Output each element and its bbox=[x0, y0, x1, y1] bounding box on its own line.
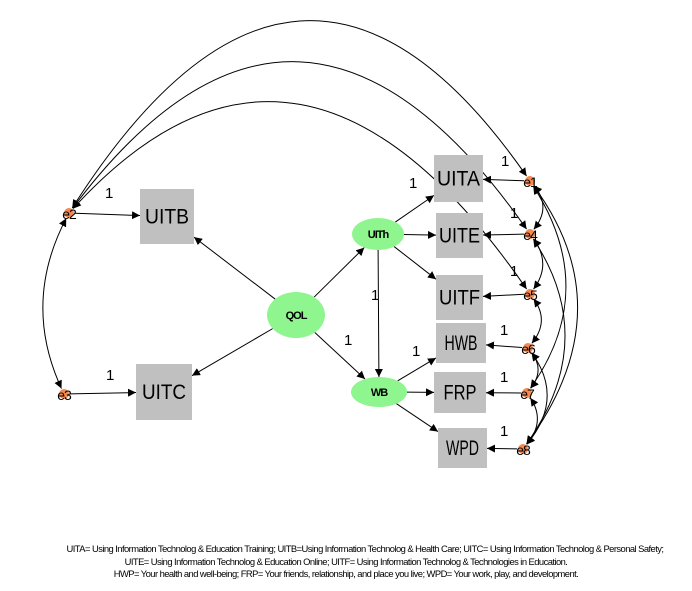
observed-box bbox=[438, 428, 487, 468]
observed-box bbox=[436, 213, 483, 258]
observed-box bbox=[434, 372, 486, 413]
observed-node-uitf[interactable]: UITF bbox=[436, 275, 483, 320]
error-node-e4[interactable]: e4 bbox=[523, 227, 539, 243]
observed-label: UITF bbox=[439, 287, 480, 310]
path-e2-to-uitb bbox=[74, 211, 141, 220]
latent-label: QOL bbox=[286, 310, 308, 322]
path-qol-to-wb bbox=[314, 332, 366, 380]
observed-node-hwb[interactable]: HWB bbox=[436, 323, 486, 363]
path-e6-to-hwb bbox=[485, 341, 523, 350]
observed-node-frp[interactable]: FRP bbox=[434, 372, 486, 413]
path-weight: 1 bbox=[371, 287, 379, 304]
latent-ellipse bbox=[267, 292, 325, 338]
path-e3-to-uitc bbox=[69, 388, 137, 397]
error-dot bbox=[59, 389, 69, 399]
observed-label: UITA bbox=[437, 168, 480, 191]
error-label: e3 bbox=[57, 387, 72, 403]
observed-node-uite[interactable]: UITE bbox=[436, 213, 483, 258]
latent-node-qol[interactable]: QOL bbox=[267, 292, 325, 338]
observed-label: UITE bbox=[439, 225, 480, 248]
error-dot bbox=[525, 176, 535, 186]
path-uith-to-uita bbox=[395, 194, 435, 223]
path-weight: 1 bbox=[105, 185, 113, 202]
error-node-e6[interactable]: e6 bbox=[521, 341, 537, 357]
path-uith-to-uitf bbox=[393, 246, 437, 280]
error-label: e4 bbox=[523, 227, 538, 243]
covariance-e2-e1 bbox=[71, 20, 527, 209]
error-dot bbox=[525, 229, 535, 239]
error-node-e1[interactable]: e1 bbox=[523, 174, 539, 190]
weights-layer: 1 1 1 1 1 1 1 1 1 1 1 1 bbox=[105, 153, 518, 440]
latent-node-uith[interactable]: UITh bbox=[352, 218, 404, 250]
caption-line-3: HWP= Your health and well-being; FRP= Yo… bbox=[113, 568, 579, 579]
latent-node-wb[interactable]: WB bbox=[351, 377, 407, 407]
error-node-e7[interactable]: e7 bbox=[520, 386, 536, 402]
path-e5-to-uitf bbox=[482, 291, 525, 300]
path-e4-to-uite bbox=[482, 230, 525, 239]
latent-ellipse bbox=[351, 377, 407, 407]
error-node-e3[interactable]: e3 bbox=[57, 387, 73, 403]
error-label: e2 bbox=[62, 206, 77, 222]
path-weight: 1 bbox=[510, 263, 518, 280]
observed-node-uitc[interactable]: UITC bbox=[136, 364, 192, 420]
observed-label: FRP bbox=[444, 382, 477, 405]
latent-label: UITh bbox=[368, 229, 390, 241]
error-node-e8[interactable]: e8 bbox=[516, 442, 532, 458]
path-weight: 1 bbox=[510, 205, 518, 222]
error-label: e7 bbox=[520, 386, 535, 402]
path-weight: 1 bbox=[412, 343, 420, 360]
path-weight: 1 bbox=[409, 175, 417, 192]
path-weight: 1 bbox=[344, 332, 352, 349]
latent-label: WB bbox=[371, 387, 388, 399]
observed-node-uita[interactable]: UITA bbox=[434, 155, 483, 202]
path-weight: 1 bbox=[501, 153, 509, 170]
path-wb-to-wpd bbox=[396, 403, 439, 432]
path-uith-to-uite bbox=[403, 230, 437, 239]
covariance-e2-e4 bbox=[72, 61, 527, 230]
observed-box bbox=[140, 189, 194, 244]
observed-box bbox=[434, 155, 483, 202]
latent-ellipse bbox=[352, 218, 404, 250]
observed-box bbox=[436, 323, 486, 363]
covariance-e2-e3 bbox=[42, 218, 67, 389]
covariance-e2-e5 bbox=[72, 101, 528, 290]
path-weight: 1 bbox=[500, 369, 508, 386]
error-node-e5[interactable]: e5 bbox=[523, 287, 539, 303]
error-label: e5 bbox=[523, 287, 538, 303]
observed-box bbox=[436, 275, 483, 320]
observed-label: HWB bbox=[445, 332, 478, 355]
path-weight: 1 bbox=[500, 423, 508, 440]
error-dot bbox=[518, 444, 528, 454]
observed-label: UITC bbox=[142, 381, 186, 404]
error-node-e2[interactable]: e2 bbox=[62, 206, 78, 222]
caption: UITA= Using Information Technolog & Educ… bbox=[0, 543, 692, 581]
observed-box bbox=[136, 364, 192, 420]
error-dot bbox=[522, 388, 532, 398]
covariance-e1-e7 bbox=[530, 185, 567, 389]
path-qol-to-uitb bbox=[193, 236, 276, 300]
error-label: e1 bbox=[523, 174, 538, 190]
caption-line-2: UITE= Using Information Technolog & Educ… bbox=[124, 555, 568, 567]
error-dot bbox=[523, 343, 533, 353]
observed-node-wpd[interactable]: WPD bbox=[438, 428, 487, 468]
covariance-e4-e8 bbox=[526, 238, 566, 445]
path-weight: 1 bbox=[106, 367, 114, 384]
path-qol-to-uitc bbox=[191, 328, 273, 377]
edges-layer bbox=[42, 20, 579, 453]
path-qol-to-uith bbox=[313, 247, 365, 298]
path-uith-to-wb bbox=[374, 249, 383, 378]
covariance-e5-e6 bbox=[531, 298, 542, 344]
path-weight: 1 bbox=[500, 322, 508, 339]
observed-node-uitb[interactable]: UITB bbox=[140, 189, 194, 244]
error-label: e8 bbox=[516, 442, 531, 458]
caption-line-1: UITA= Using Information Technolog & Educ… bbox=[66, 543, 664, 554]
error-dot bbox=[525, 289, 535, 299]
error-dot bbox=[64, 208, 74, 218]
covariance-e1-e8 bbox=[526, 185, 579, 445]
path-wb-to-hwb bbox=[397, 357, 437, 382]
observed-label: UITB bbox=[145, 206, 189, 229]
error-label: e6 bbox=[521, 341, 536, 357]
observed-label: WPD bbox=[446, 437, 479, 460]
